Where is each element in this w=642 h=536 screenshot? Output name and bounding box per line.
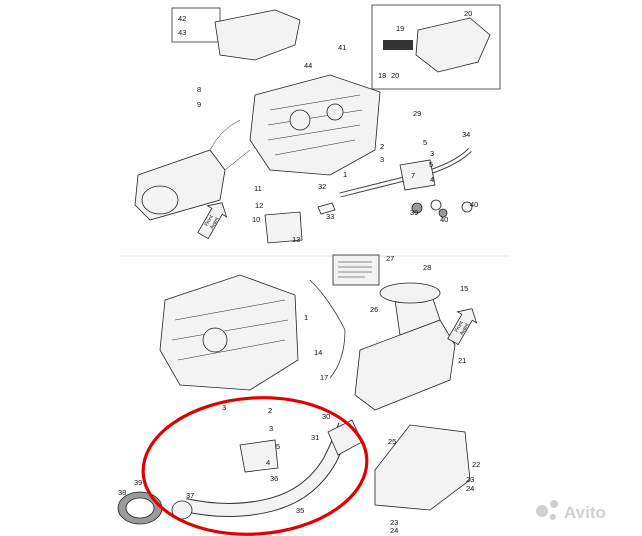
top-callout-26: 33: [326, 212, 334, 221]
svg-text:Avant: Avant: [209, 216, 221, 231]
resonator-cap: [379, 282, 441, 304]
top-callout-6: 19: [396, 24, 404, 33]
engine-mount-left: [264, 211, 303, 244]
top-diagram: Front Avant: [134, 4, 501, 244]
bottom-callout-1: 27: [386, 254, 394, 263]
top-callout-24: 10: [252, 215, 260, 224]
bottom-callout-3: 15: [460, 284, 468, 293]
bottom-callout-17: 22: [472, 460, 480, 469]
top-callout-29: 40: [470, 200, 478, 209]
bottom-callout-25: 23: [390, 518, 398, 527]
engine-cover-inset: [415, 17, 491, 73]
svg-text:Avant: Avant: [459, 322, 471, 337]
top-callout-15: 3: [380, 155, 384, 164]
top-callout-17: 7: [411, 171, 415, 180]
warning-decal: [383, 40, 413, 50]
bottom-diagram: Front Avant: [117, 254, 478, 525]
info-label: [332, 254, 380, 286]
top-callout-19: 4: [430, 175, 434, 184]
bottom-callout-26: 24: [390, 526, 398, 535]
bottom-callout-12: 5: [276, 442, 280, 451]
top-callout-7: 18: [378, 71, 386, 80]
top-callout-14: 5: [423, 138, 427, 147]
top-callout-12: 34: [462, 130, 470, 139]
engine-cover: [214, 9, 301, 61]
clamp-ring: [171, 500, 193, 520]
bottom-callout-8: 17: [320, 373, 328, 382]
wire-harness: [309, 279, 346, 379]
engine-block-top: [249, 74, 381, 176]
top-callout-27: 39: [410, 208, 418, 217]
top-callout-8: 20: [391, 71, 399, 80]
engine-block-bottom: [159, 274, 299, 391]
bottom-callout-23: 36: [270, 474, 278, 483]
avito-watermark: Avito: [536, 500, 606, 522]
bottom-callout-11: 3: [269, 424, 273, 433]
bottom-callout-4: 26: [370, 305, 378, 314]
bottom-callout-22: 37: [186, 491, 194, 500]
bottom-callout-14: 30: [322, 412, 330, 421]
bottom-callout-15: 31: [311, 433, 319, 442]
top-callout-23: 12: [255, 201, 263, 210]
svg-text:Front: Front: [204, 214, 215, 228]
top-callout-22: 11: [254, 184, 262, 193]
pipe-bracket: [239, 439, 279, 473]
top-callout-13: 2: [380, 142, 384, 151]
bottom-callout-19: 24: [466, 484, 474, 493]
top-callout-20: 1: [343, 170, 347, 179]
top-callout-25: 13: [292, 235, 300, 244]
heat-tray: [374, 424, 471, 511]
avito-logo-icon: [536, 505, 548, 517]
top-callout-4: 44: [304, 61, 312, 70]
decal-inset-frame: [371, 4, 501, 90]
engine-mount-top: [399, 159, 436, 191]
top-callout-21: 32: [318, 182, 326, 191]
top-callout-9: 8: [197, 85, 201, 94]
bottom-callout-21: 39: [134, 478, 142, 487]
top-callout-10: 9: [197, 100, 201, 109]
svg-text:Front: Front: [454, 320, 465, 334]
front-arrow-top: Front Avant: [197, 202, 228, 240]
top-callout-28: 40: [440, 215, 448, 224]
bottom-callout-7: 14: [314, 348, 322, 357]
bottom-callout-20: 38: [118, 488, 126, 497]
top-callout-1: 42: [178, 14, 186, 23]
top-callout-18: 5: [429, 160, 433, 169]
bottom-callout-16: 25: [388, 437, 396, 446]
bottom-callout-10: 3: [222, 403, 226, 412]
top-callout-5: 20: [464, 9, 472, 18]
bottom-callout-6: 21: [458, 356, 466, 365]
bottom-callout-2: 28: [423, 263, 431, 272]
bottom-callout-24: 35: [296, 506, 304, 515]
bottom-callout-18: 23: [466, 475, 474, 484]
bottom-callout-5: 1: [304, 313, 308, 322]
highlight-circle: [141, 396, 369, 536]
bottom-callout-13: 4: [266, 458, 270, 467]
top-callout-3: 41: [338, 43, 346, 52]
top-callout-2: 43: [178, 28, 186, 37]
top-callout-16: 3: [430, 149, 434, 158]
top-callout-11: 29: [413, 109, 421, 118]
avito-wordmark: Avito: [564, 503, 606, 522]
front-arrow-bottom: Front Avant: [447, 308, 478, 346]
bottom-callout-9: 2: [268, 406, 272, 415]
